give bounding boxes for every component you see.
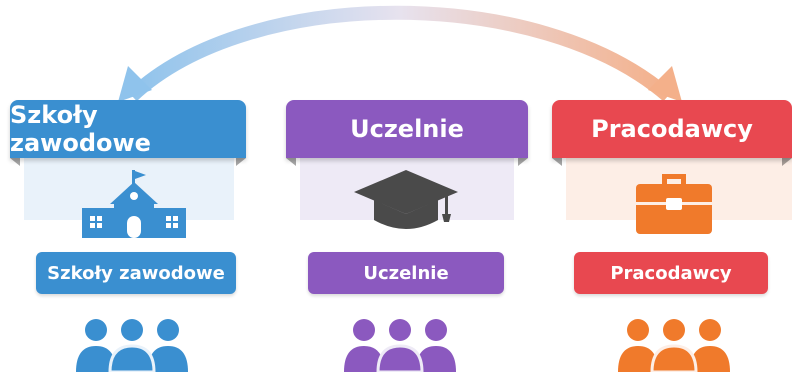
column-header: Szkoły zawodowe [10,100,246,166]
arrowhead-left [118,66,152,102]
arrowhead-right [648,66,682,102]
column-label: Pracodawcy [574,252,768,294]
people-group-icon [344,319,456,372]
column-header: Uczelnie [286,100,528,166]
graduation-cap-icon [354,170,458,229]
double-arrow-arc-icon [118,5,682,102]
people-group-icon [76,319,188,372]
school-building-icon [82,170,186,238]
column-header: Pracodawcy [552,100,792,166]
column-label: Uczelnie [308,252,504,294]
briefcase-icon [636,174,712,234]
column-label: Szkoły zawodowe [36,252,236,294]
people-group-icon [618,319,730,372]
